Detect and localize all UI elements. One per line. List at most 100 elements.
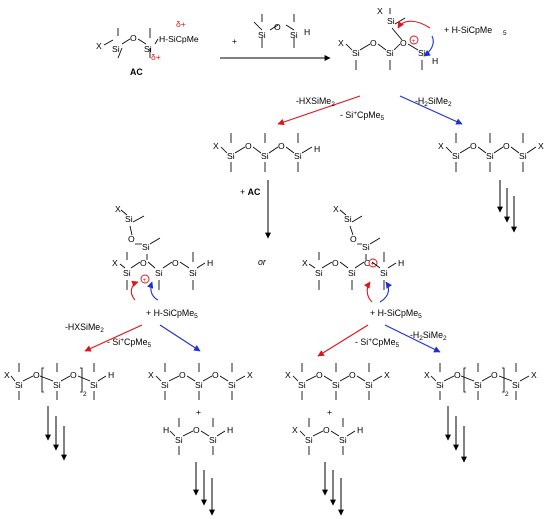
svg-text:O: O bbox=[172, 258, 179, 268]
svg-text:O: O bbox=[70, 370, 77, 380]
svg-text:X: X bbox=[148, 370, 154, 380]
svg-text:Si: Si bbox=[195, 380, 203, 390]
svg-text:O: O bbox=[491, 370, 498, 380]
svg-text:+: + bbox=[196, 407, 201, 417]
svg-text:Si: Si bbox=[15, 380, 23, 390]
svg-text:H: H bbox=[357, 425, 363, 435]
svg-text:Si: Si bbox=[125, 214, 133, 224]
or-label: or bbox=[258, 257, 267, 267]
svg-text:Si: Si bbox=[474, 380, 482, 390]
svg-text:X: X bbox=[333, 204, 339, 214]
svg-text:Si: Si bbox=[175, 435, 183, 445]
svg-text:2: 2 bbox=[83, 391, 87, 398]
svg-text:Si: Si bbox=[352, 48, 360, 58]
branched-oxonium-left: X Si O Si X Si O Si O Si H + + H-SiCpMe5 bbox=[112, 204, 213, 320]
svg-text:Si: Si bbox=[344, 214, 352, 224]
svg-text:Si: Si bbox=[161, 380, 169, 390]
oxonium-intermediate: X Si X Si O Si O Si H + + H-SiCpMe 5 bbox=[338, 6, 507, 70]
svg-text:O: O bbox=[323, 425, 330, 435]
product-trisiloxane-x2: X Si O Si O Si X bbox=[148, 363, 253, 400]
svg-text:- Si+CpMe5: - Si+CpMe5 bbox=[355, 337, 399, 349]
red-pathway-arrow bbox=[277, 95, 361, 126]
svg-text:H: H bbox=[432, 56, 438, 66]
svg-text:Si: Si bbox=[436, 380, 444, 390]
svg-text:X: X bbox=[302, 258, 308, 268]
svg-text:Si: Si bbox=[298, 380, 306, 390]
triple-arrows bbox=[445, 406, 467, 463]
oxonium-charge bbox=[409, 35, 419, 45]
elim-hxsime2: -HXSiMe2 bbox=[296, 96, 335, 108]
svg-text:O: O bbox=[350, 234, 357, 244]
svg-text:H: H bbox=[163, 425, 169, 435]
reagent-h-sicpme5: + H-SiCpMe5 bbox=[146, 308, 198, 320]
svg-text:X: X bbox=[531, 370, 537, 380]
svg-text:Si: Si bbox=[261, 151, 269, 161]
svg-text:X: X bbox=[213, 141, 219, 151]
triple-arrows bbox=[497, 180, 517, 233]
svg-text:O: O bbox=[470, 141, 477, 151]
svg-text:Si: Si bbox=[348, 268, 356, 278]
svg-text:O: O bbox=[140, 258, 147, 268]
elim-h2sime2: -H2SiMe2 bbox=[415, 96, 452, 108]
svg-text:H: H bbox=[108, 370, 114, 380]
svg-text:H: H bbox=[398, 258, 404, 268]
reagent-h-sicpme5: H-SiCpMe bbox=[159, 34, 199, 44]
svg-text:Si: Si bbox=[315, 268, 323, 278]
svg-text:X: X bbox=[338, 38, 344, 48]
triple-arrows bbox=[322, 462, 344, 516]
svg-text:O: O bbox=[193, 425, 200, 435]
reagent-h-sicpme5: + H-SiCpMe5 bbox=[370, 308, 422, 320]
svg-text:X: X bbox=[112, 258, 118, 268]
plus-sign: + bbox=[232, 36, 237, 46]
svg-text:X: X bbox=[4, 370, 10, 380]
svg-text:-H2SiMe2: -H2SiMe2 bbox=[410, 330, 447, 342]
atom-o: O bbox=[130, 33, 137, 43]
svg-text:Si: Si bbox=[294, 151, 302, 161]
svg-text:Si: Si bbox=[512, 380, 520, 390]
svg-text:X: X bbox=[247, 370, 253, 380]
delta-plus: δ+ bbox=[176, 19, 186, 29]
svg-text:Si: Si bbox=[387, 16, 395, 26]
svg-text:X: X bbox=[438, 141, 444, 151]
svg-text:X: X bbox=[424, 370, 430, 380]
svg-text:H: H bbox=[314, 144, 320, 154]
blue-pathway-arrow bbox=[399, 95, 463, 125]
reactant-ac: X Si O Si δ+ H-SiCpMe δ+ AC bbox=[96, 19, 199, 77]
reagent-h-sicpme5: + H-SiCpMe bbox=[444, 25, 492, 35]
atom-x: X bbox=[96, 41, 102, 51]
svg-text:O: O bbox=[245, 141, 252, 151]
svg-text:Si: Si bbox=[227, 151, 235, 161]
svg-text:Si: Si bbox=[189, 268, 197, 278]
svg-text:H: H bbox=[227, 425, 233, 435]
atom-si: Si bbox=[144, 44, 152, 54]
trisiloxane-h: X Si O Si O Si H bbox=[213, 133, 320, 172]
svg-text:O: O bbox=[33, 370, 40, 380]
svg-text:O: O bbox=[274, 22, 281, 32]
delta-plus: δ+ bbox=[151, 52, 161, 62]
svg-text:2: 2 bbox=[505, 391, 509, 398]
svg-text:Si: Si bbox=[386, 48, 394, 58]
svg-text:X: X bbox=[538, 141, 544, 151]
product-disiloxane-xh: X Si O Si H bbox=[292, 418, 363, 455]
svg-text:Si: Si bbox=[209, 435, 217, 445]
svg-text:X: X bbox=[285, 370, 291, 380]
svg-text:O: O bbox=[212, 370, 219, 380]
branched-oxonium-right: X Si O Si X Si O Si O Si H + + H-SiCpMe5 bbox=[302, 204, 422, 320]
svg-text:O: O bbox=[364, 258, 371, 268]
svg-text:Si: Si bbox=[290, 30, 298, 40]
svg-text:Si: Si bbox=[362, 242, 370, 252]
product-bracketed-x: X Si O Si O 2 Si X bbox=[424, 363, 537, 400]
svg-text:- Si+CpMe5: - Si+CpMe5 bbox=[107, 337, 151, 349]
product-bracketed-h: X Si O Si O 2 Si H bbox=[4, 363, 114, 400]
svg-text:O: O bbox=[454, 370, 461, 380]
svg-text:Si: Si bbox=[142, 242, 150, 252]
svg-text:Si: Si bbox=[123, 268, 131, 278]
svg-text:Si: Si bbox=[519, 151, 527, 161]
svg-text:O: O bbox=[179, 370, 186, 380]
trisiloxane-x2: X Si O Si O Si X bbox=[438, 133, 544, 172]
svg-text:Si: Si bbox=[53, 380, 61, 390]
svg-text:5: 5 bbox=[503, 30, 507, 37]
svg-text:O: O bbox=[349, 370, 356, 380]
svg-text:H: H bbox=[304, 27, 310, 37]
svg-text:+: + bbox=[143, 277, 147, 284]
